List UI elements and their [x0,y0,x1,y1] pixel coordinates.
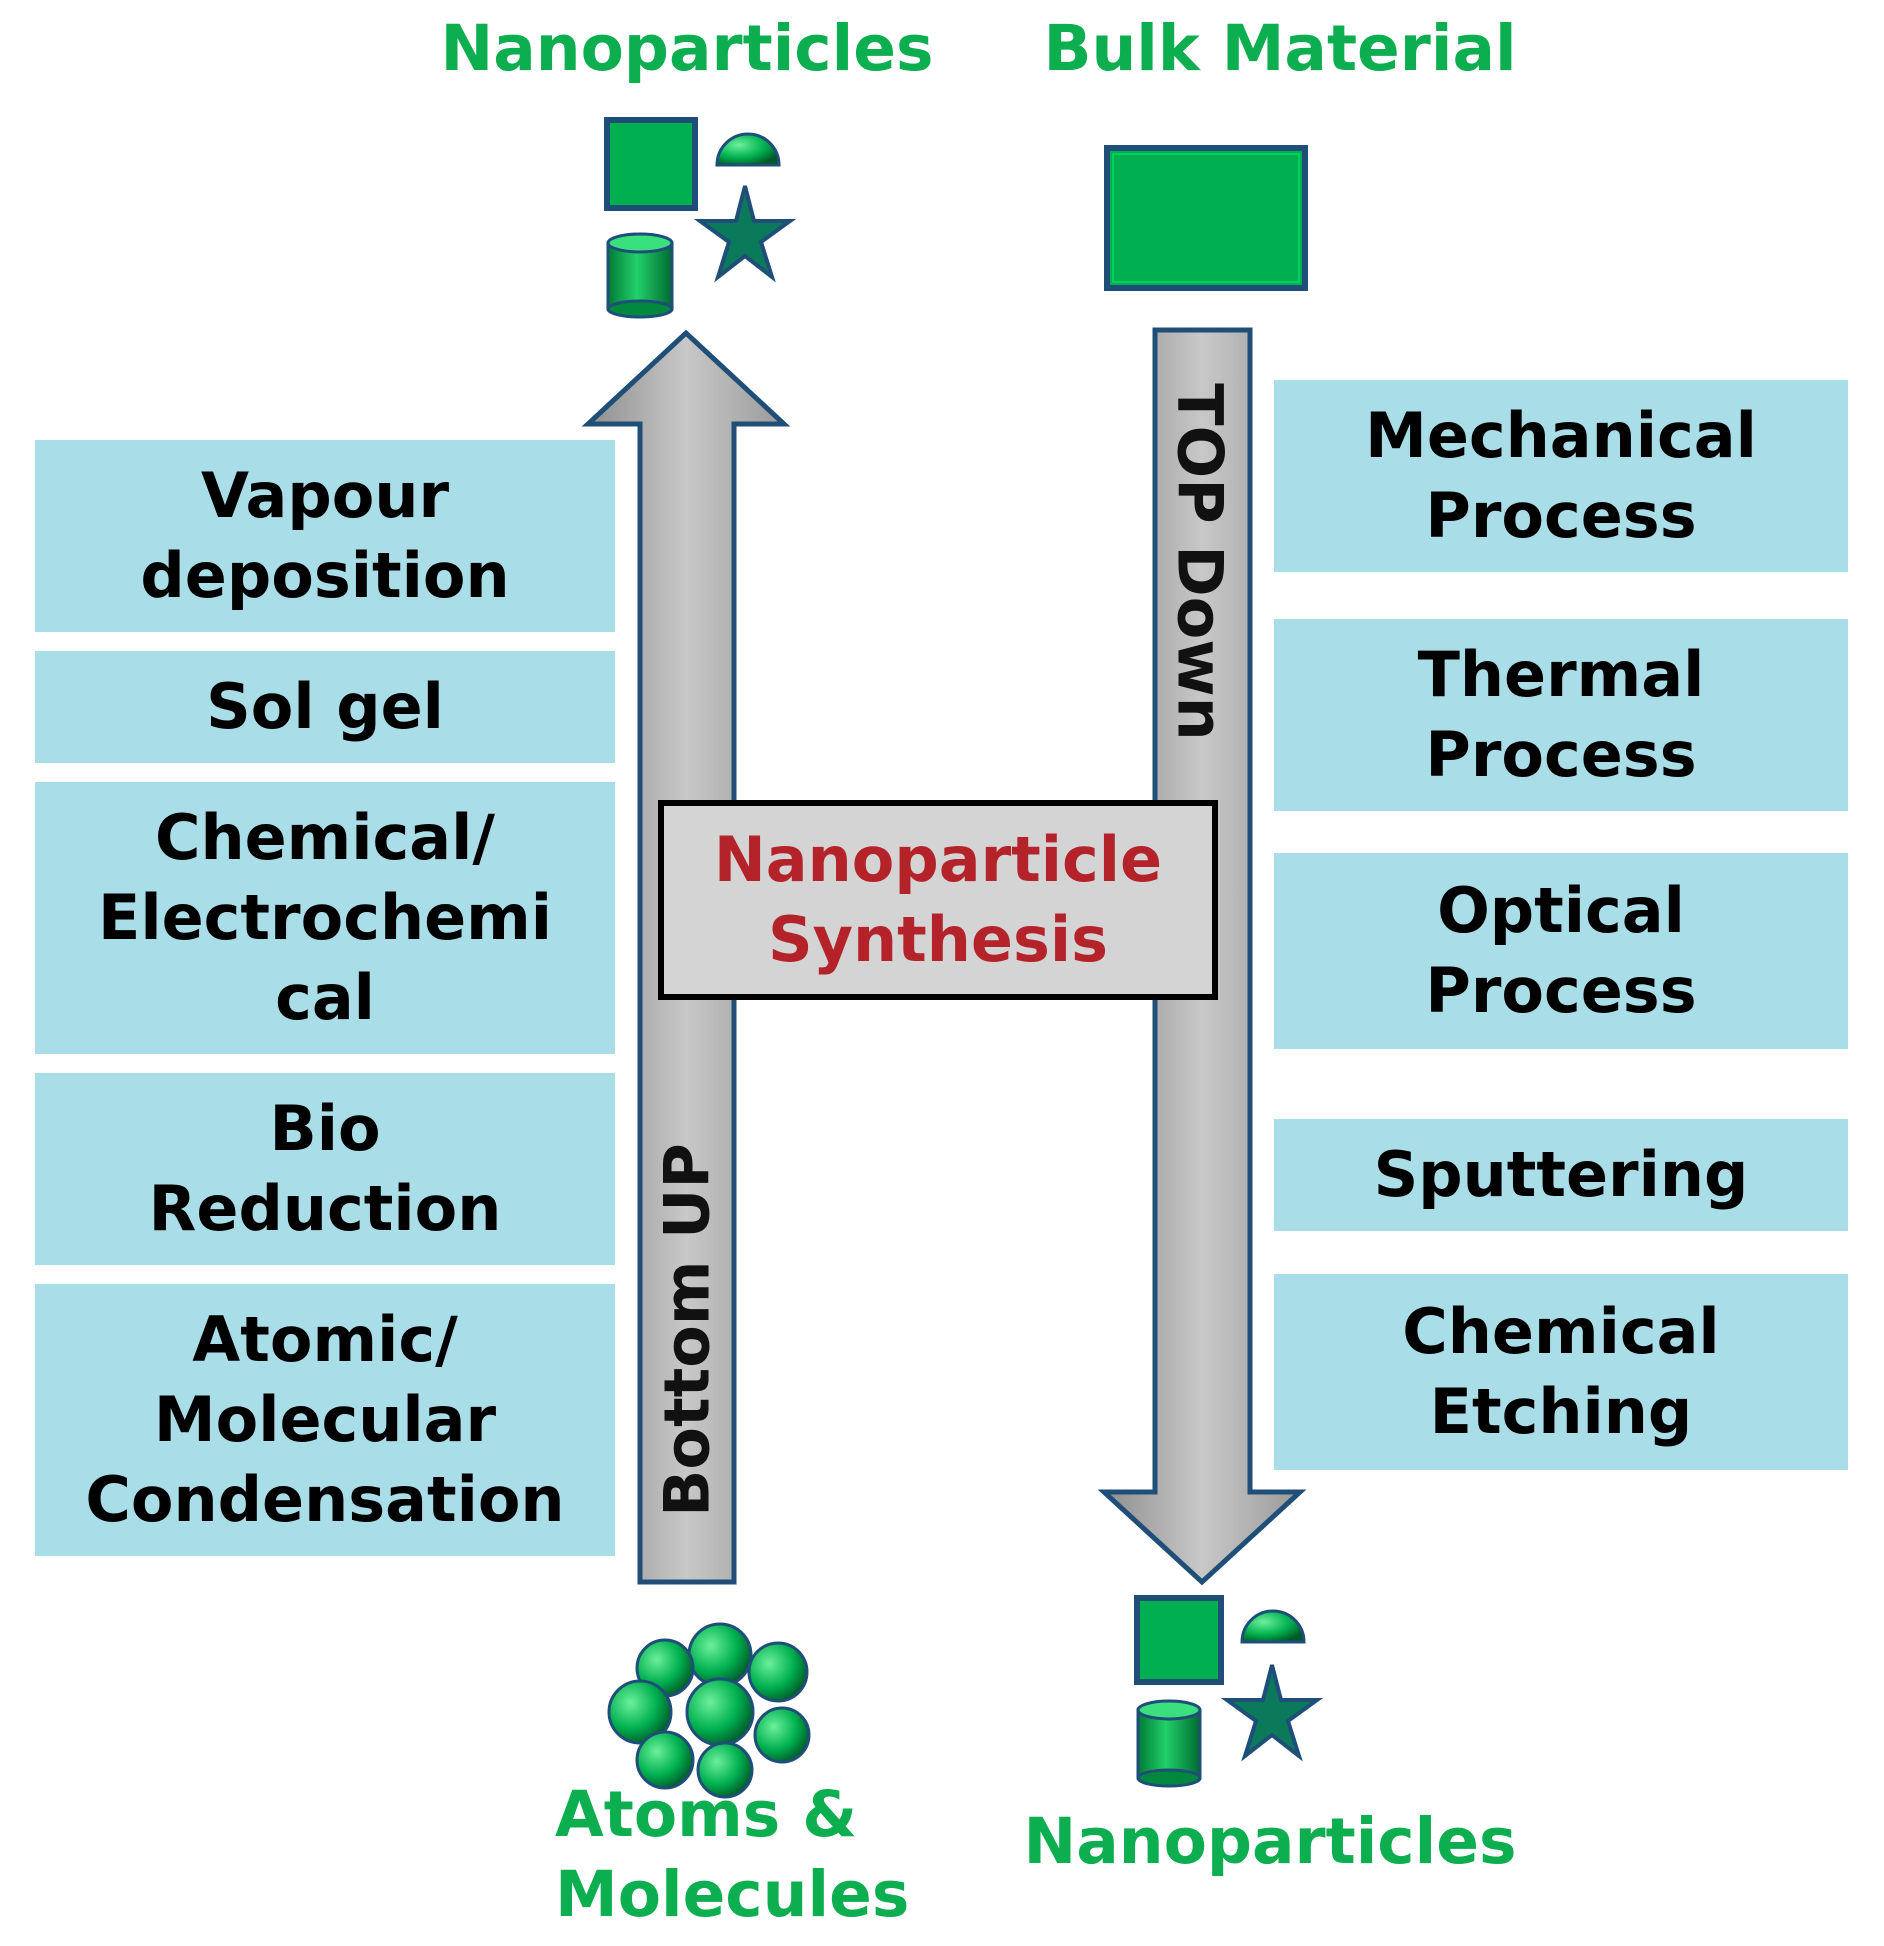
atoms-cluster [607,1622,811,1799]
nanoparticle-synthesis-box: Nanoparticle Synthesis [658,800,1218,1000]
method-box-chemical-etching: Chemical Etching [1274,1274,1848,1470]
method-label: Mechanical Process [1365,399,1757,552]
method-box-thermal-process: Thermal Process [1274,619,1848,811]
method-label: Bio Reduction [148,1092,502,1245]
label-nanoparticles-top: Nanoparticles [440,12,934,85]
label-bulk-material: Bulk Material [1043,12,1517,85]
method-label: Sputtering [1373,1138,1749,1211]
top-down-label: TOP Down [1163,383,1237,741]
method-box-mechanical-process: Mechanical Process [1274,380,1848,572]
method-box-chemical-electrochemical: Chemical/ Electrochemi cal [35,782,615,1054]
nanoparticle-shapes-top [604,117,797,319]
center-title: Nanoparticle Synthesis [713,823,1163,976]
label-nanoparticles-bottom: Nanoparticles [1023,1805,1517,1878]
bulk-material-block [1104,145,1308,291]
nanoparticle-shapes-bottom [1134,1595,1324,1788]
method-box-optical-process: Optical Process [1274,853,1848,1049]
method-label: Sol gel [206,670,444,743]
method-label: Vapour deposition [140,459,510,612]
method-box-sol-gel: Sol gel [35,651,615,763]
method-label: Optical Process [1425,874,1697,1027]
method-box-atomic-molecular-condensation: Atomic/ Molecular Condensation [35,1284,615,1556]
method-box-vapour-deposition: Vapour deposition [35,440,615,632]
label-atoms-molecules: Atoms & Molecules [555,1778,910,1931]
method-label: Chemical/ Electrochemi cal [97,801,552,1034]
bottom-up-label: Bottom UP [650,1143,724,1517]
method-label: Chemical Etching [1402,1295,1720,1448]
method-label: Thermal Process [1417,638,1705,791]
method-label: Atomic/ Molecular Condensation [85,1303,565,1536]
method-box-sputtering: Sputtering [1274,1119,1848,1231]
method-box-bio-reduction: Bio Reduction [35,1073,615,1265]
